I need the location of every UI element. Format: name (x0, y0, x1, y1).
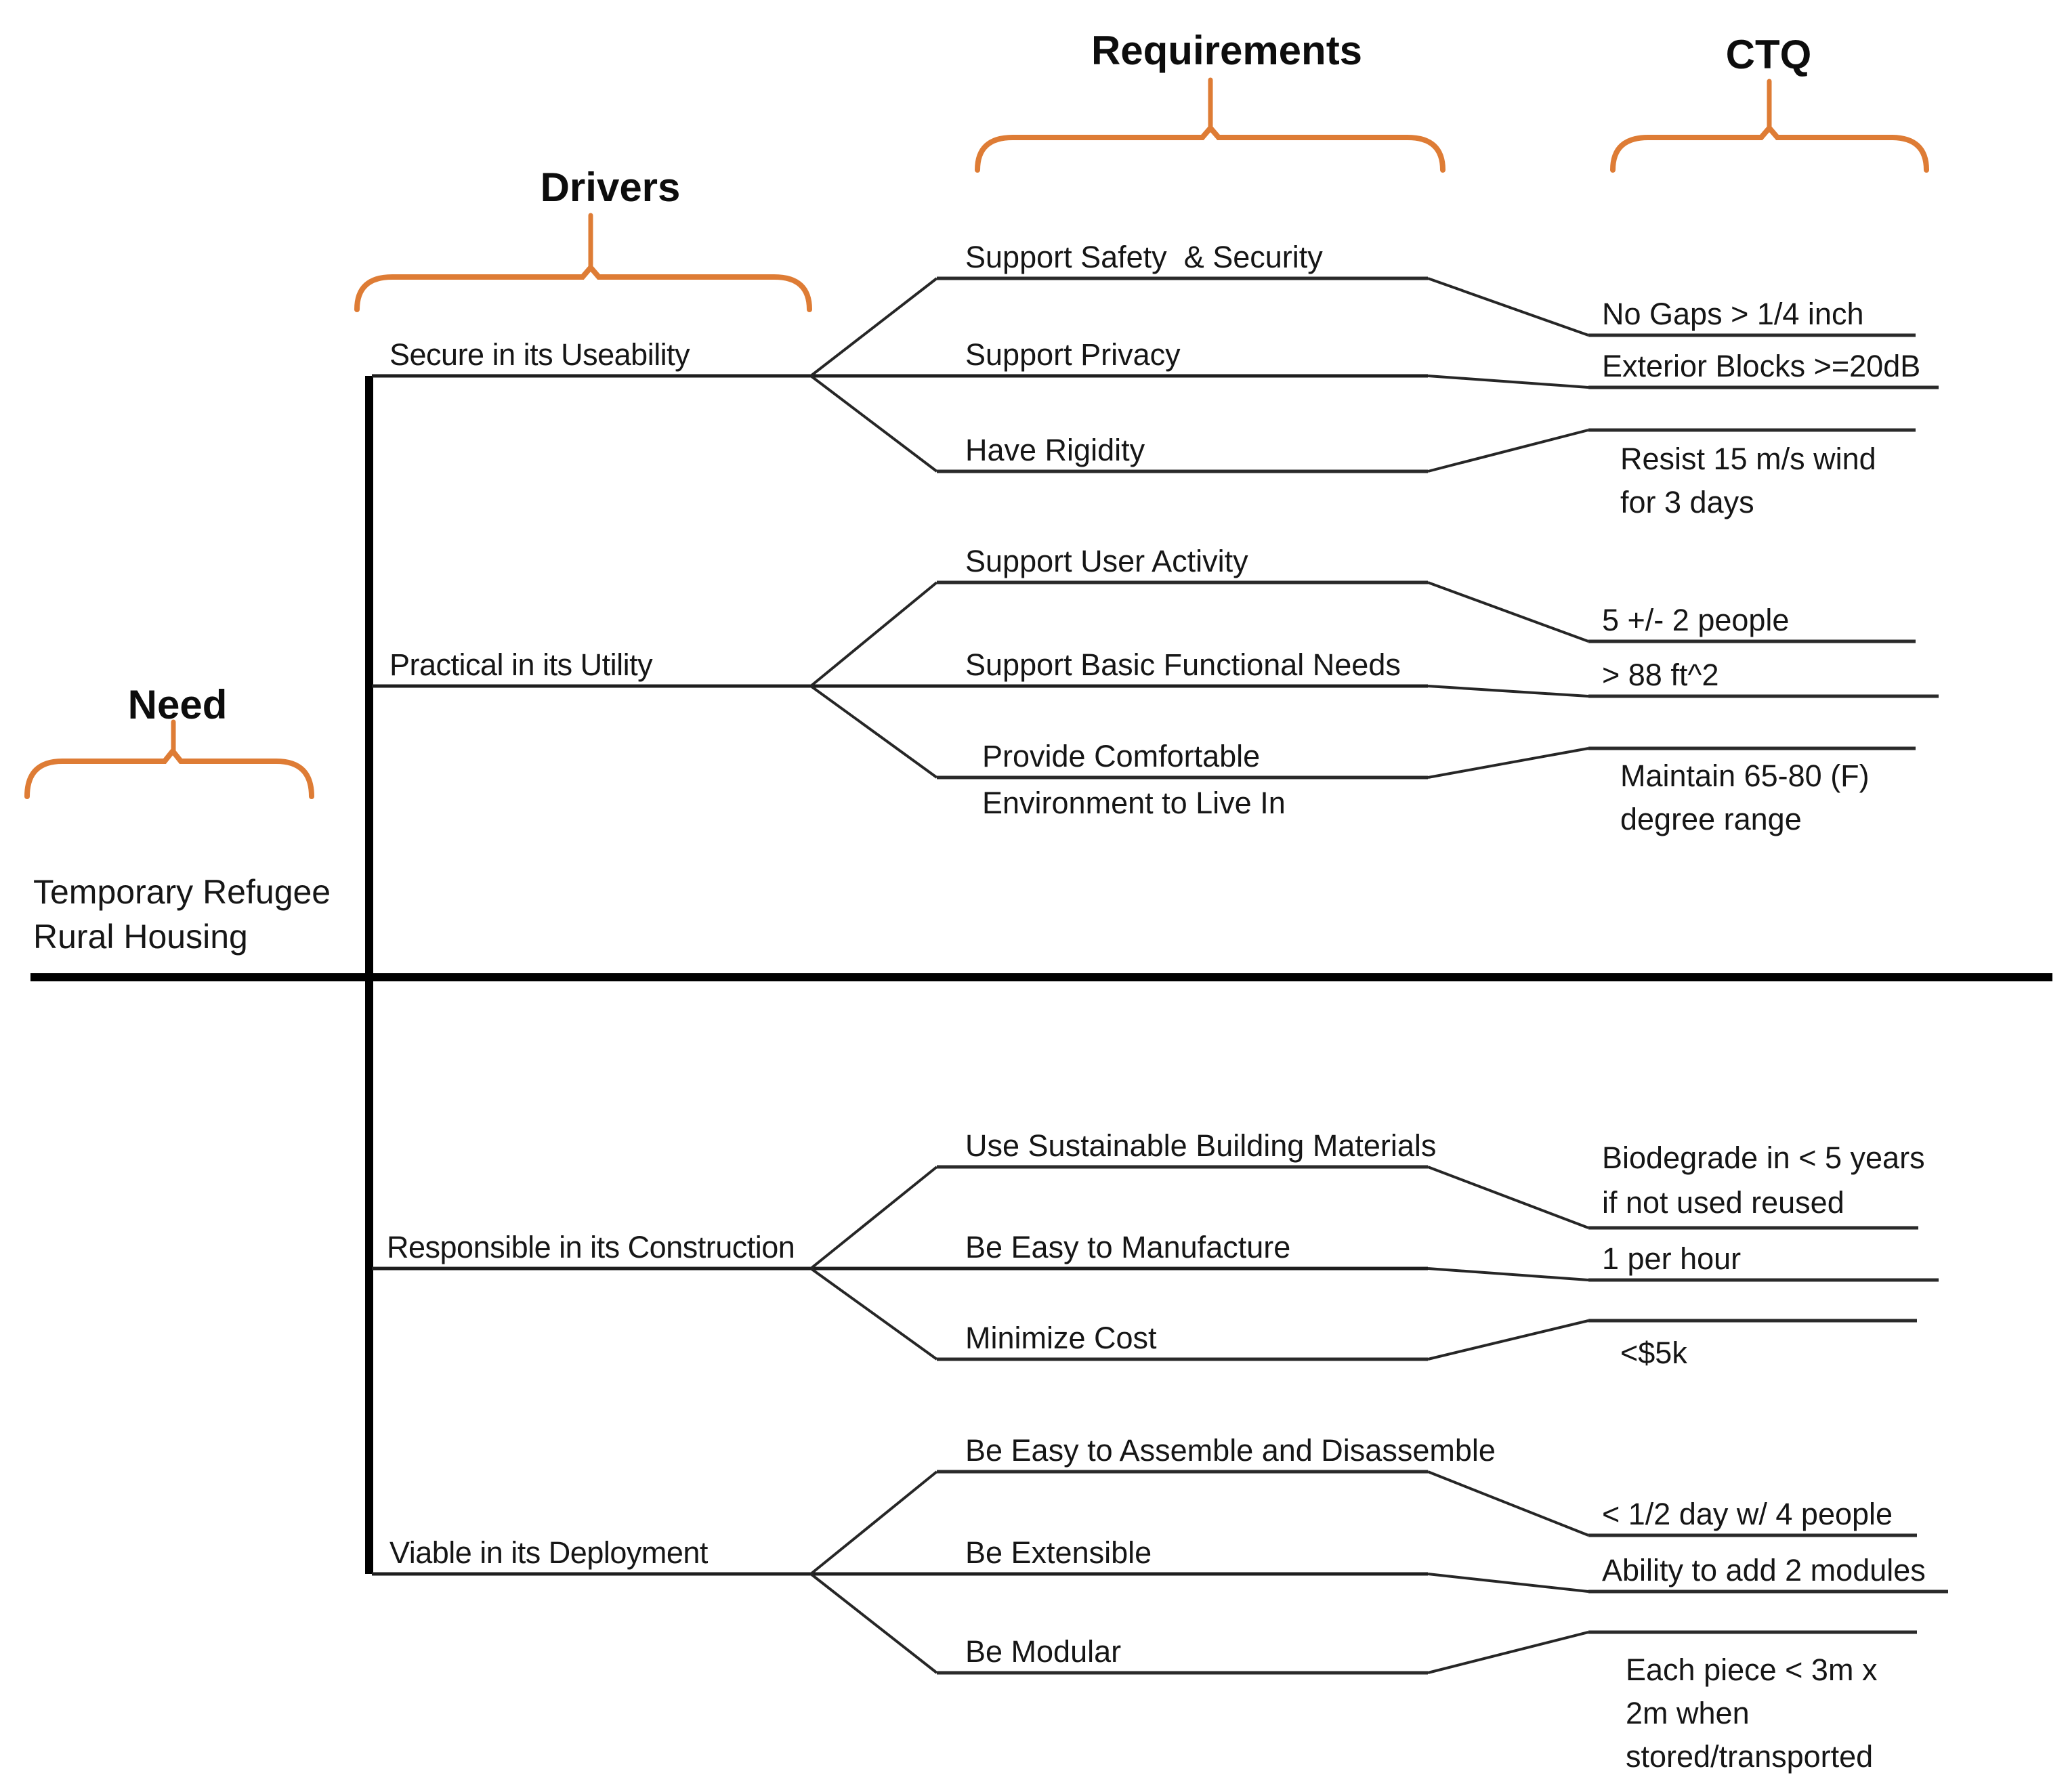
conn-safety (1427, 277, 1589, 337)
driver-label-responsible: Responsible in its Construction (387, 1230, 795, 1264)
ctq-label-blocks: Exterior Blocks >=20dB (1602, 349, 1921, 383)
fan-secure-up (809, 277, 938, 377)
ctq-label-biodegrade-line1: Biodegrade in < 5 years (1602, 1140, 1925, 1175)
fan-viable-down (809, 1573, 938, 1674)
ctq-label-area: > 88 ft^2 (1602, 658, 1719, 692)
conn-comfort (1427, 747, 1589, 779)
need-label-line2: Rural Housing (33, 918, 248, 956)
need-brace (24, 746, 314, 799)
ctq-label-gaps: No Gaps > 1/4 inch (1602, 297, 1864, 331)
conn-assemble (1427, 1470, 1589, 1537)
req-label-rigidity: Have Rigidity (965, 433, 1145, 467)
conn-privacy (1427, 375, 1589, 389)
driver-label-secure: Secure in its Useability (389, 337, 690, 372)
req-label-comfort-line2: Environment to Live In (982, 786, 1286, 820)
drivers-header: Drivers (540, 165, 681, 210)
conn-materials (1427, 1166, 1589, 1229)
fan-responsible-down (809, 1267, 938, 1361)
ctq-label-wind-line2: for 3 days (1620, 485, 1754, 519)
ctq-label-modules: Ability to add 2 modules (1602, 1553, 1926, 1587)
req-label-safety: Support Safety & Security (965, 240, 1323, 274)
ctq-label-piece-line2: 2m when (1626, 1696, 1750, 1730)
req-label-extensible: Be Extensible (965, 1535, 1152, 1570)
fan-secure-down (809, 375, 938, 473)
conn-cost (1427, 1319, 1589, 1361)
ctq-label-degrees-line1: Maintain 65-80 (F) (1620, 759, 1870, 793)
ctq-label-degrees-line2: degree range (1620, 802, 1802, 836)
ctq-label-piece-line1: Each piece < 3m x (1626, 1652, 1878, 1687)
ctq-brace (1610, 123, 1929, 173)
conn-rigidity (1427, 429, 1589, 473)
drivers-brace (354, 263, 812, 312)
req-label-comfort-line1: Provide Comfortable (982, 739, 1261, 773)
req-label-privacy: Support Privacy (965, 337, 1181, 372)
ctq-label-people: 5 +/- 2 people (1602, 603, 1790, 637)
fan-viable-up (809, 1470, 938, 1575)
req-label-activity: Support User Activity (965, 544, 1248, 578)
req-label-basic: Support Basic Functional Needs (965, 647, 1401, 682)
fan-responsible-up (809, 1166, 938, 1270)
conn-basic (1427, 685, 1589, 698)
req-label-materials: Use Sustainable Building Materials (965, 1128, 1437, 1163)
ctq-label-5k: <$5k (1620, 1336, 1687, 1370)
conn-manufacture (1427, 1267, 1589, 1281)
requirements-header: Requirements (1091, 28, 1363, 73)
ctq-header: CTQ (1725, 32, 1812, 77)
ctq-label-perhour: 1 per hour (1602, 1241, 1742, 1276)
driver-label-viable: Viable in its Deployment (389, 1535, 708, 1570)
requirements-brace (975, 123, 1446, 173)
fan-practical-up (809, 581, 938, 687)
need-label-line1: Temporary Refugee (33, 873, 331, 911)
req-label-cost: Minimize Cost (965, 1321, 1157, 1355)
req-label-manufacture: Be Easy to Manufacture (965, 1230, 1291, 1264)
ctq-label-halfday: < 1/2 day w/ 4 people (1602, 1497, 1893, 1531)
fan-practical-down (809, 685, 938, 779)
conn-modular (1427, 1631, 1589, 1674)
req-label-assemble: Be Easy to Assemble and Disassemble (965, 1433, 1496, 1468)
ctq-label-piece-line3: stored/transported (1626, 1739, 1874, 1774)
driver-label-practical: Practical in its Utility (389, 647, 653, 682)
ctq-label-wind-line1: Resist 15 m/s wind (1620, 442, 1876, 476)
need-header: Need (127, 682, 228, 727)
req-label-modular: Be Modular (965, 1634, 1122, 1669)
conn-activity (1427, 581, 1589, 643)
ctq-label-biodegrade-line2: if not used reused (1602, 1185, 1844, 1220)
conn-extensible (1427, 1573, 1589, 1593)
